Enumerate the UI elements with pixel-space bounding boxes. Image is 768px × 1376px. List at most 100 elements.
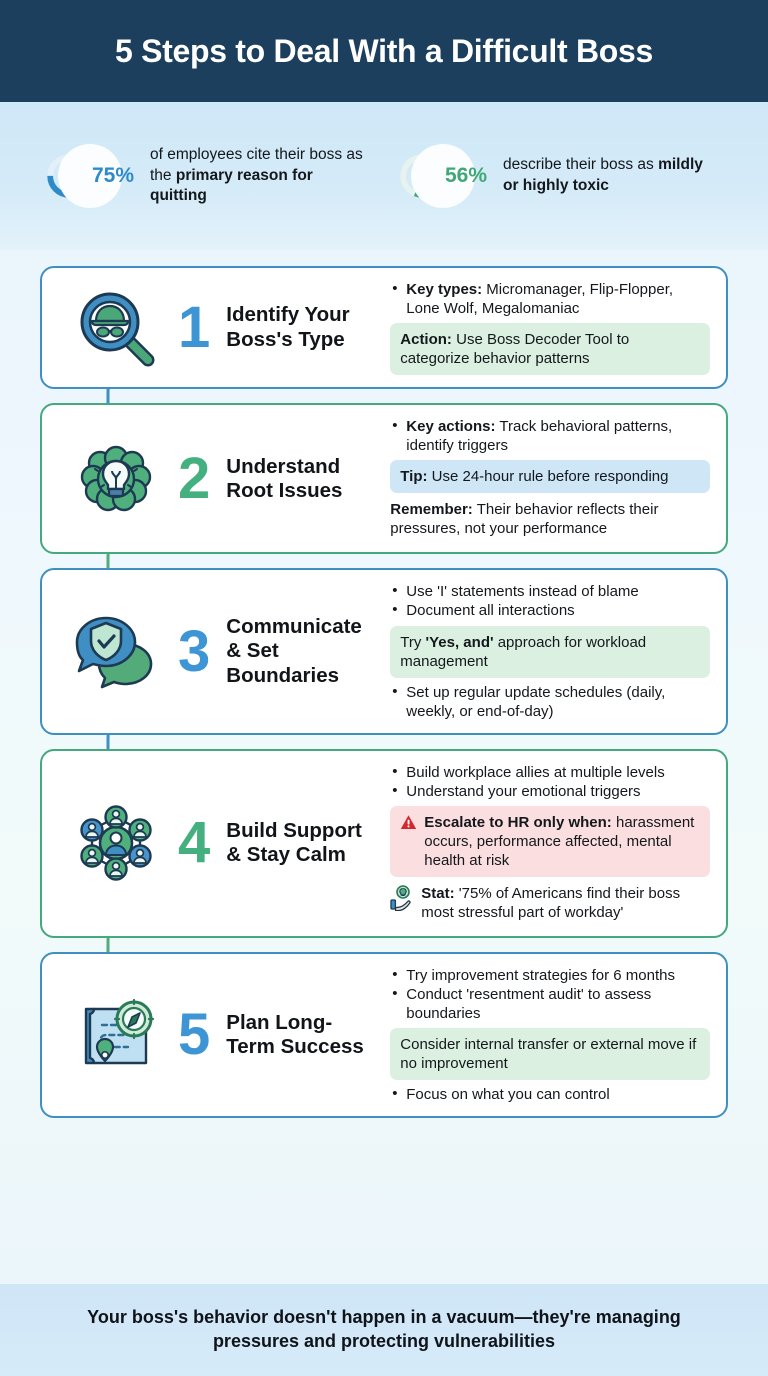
callout-row: Action: Use Boss Decoder Tool to categor… xyxy=(400,330,700,368)
callout-row: Tip: Use 24-hour rule before responding xyxy=(400,467,700,486)
step-card-4: 4 Build Support & Stay Calm Build workplac… xyxy=(40,723,728,939)
callout-label: Escalate to HR only when: xyxy=(424,813,612,831)
step-content: Use 'I' statements instead of blameDocum… xyxy=(384,581,710,721)
callout-text: Consider internal transfer or external m… xyxy=(400,1036,697,1073)
callout-text: Tip: Use 24-hour rule before responding xyxy=(400,468,669,486)
callout-label: Action: xyxy=(400,331,452,349)
magnifying-glass-detective-icon xyxy=(60,286,172,370)
bullet-list: Key actions: Track behavioral patterns, … xyxy=(390,416,710,455)
list-item: Focus on what you can control xyxy=(390,1084,710,1104)
step-number: 4 xyxy=(178,810,211,876)
step-title: Identify Your Boss's Type xyxy=(226,303,350,351)
step-number: 3 xyxy=(178,618,211,684)
list-item: Document all interactions xyxy=(390,600,710,620)
step-card-2: 2 Understand Root Issues Key actions: Trac… xyxy=(40,377,728,555)
stat-description: of employees cite their boss as the prim… xyxy=(150,145,369,208)
list-item: Build workplace allies at multiple level… xyxy=(390,762,710,782)
stat-description: describe their boss as mildly or highly … xyxy=(503,155,722,197)
callout-text: Stat: '75% of Americans find their boss … xyxy=(421,884,681,921)
callout-label: Remember: xyxy=(390,501,473,519)
list-item: Key actions: Track behavioral patterns, … xyxy=(390,416,710,455)
list-item-label: Key actions: xyxy=(406,418,496,436)
header-banner: 5 Steps to Deal With a Difficult Boss xyxy=(0,0,768,102)
step-card-body: 1 Identify Your Boss's Type Key types: Mic… xyxy=(40,266,728,390)
stat-text-bold: mildly or highly toxic xyxy=(503,156,703,194)
stat-percent: 56% xyxy=(444,164,487,187)
footer-banner: Your boss's behavior doesn't happen in a… xyxy=(0,1284,768,1376)
list-item: Use 'I' statements instead of blame xyxy=(390,581,710,601)
list-item: Key types: Micromanager, Flip-Flopper, L… xyxy=(390,279,710,318)
steps-list: 1 Identify Your Boss's Type Key types: Mic… xyxy=(0,250,768,1284)
stat-item-2: 56% describe their boss as mildly or hig… xyxy=(399,132,722,220)
stat-text-plain: of employees cite their boss as the xyxy=(150,145,363,184)
callout-plain: approach for workload management xyxy=(400,633,647,670)
hand-lightbulb-icon xyxy=(390,885,414,916)
callout-text: Try 'Yes, and' approach for workload man… xyxy=(400,634,646,670)
callout-green: Try 'Yes, and' approach for workload man… xyxy=(390,625,710,678)
step-title: Communicate & Set Boundaries xyxy=(226,615,362,687)
bullet-list: Focus on what you can control xyxy=(390,1084,710,1104)
bullet-list: Use 'I' statements instead of blameDocum… xyxy=(390,581,710,620)
step-number: 2 xyxy=(178,445,211,511)
callout-row: Stat: '75% of Americans find their boss … xyxy=(390,884,710,922)
step-card-body: 4 Build Support & Stay Calm Build workplac… xyxy=(40,748,728,939)
callout-plain: Try xyxy=(400,633,426,651)
list-item: Understand your emotional triggers xyxy=(390,781,710,801)
step-card-body: 2 Understand Root Issues Key actions: Trac… xyxy=(40,403,728,555)
bullet-list: Try improvement strategies for 6 monthsC… xyxy=(390,965,710,1023)
list-item: Set up regular update schedules (daily, … xyxy=(390,682,710,721)
callout-row: Remember: Their behavior reflects their … xyxy=(390,500,710,538)
bullet-list: Key types: Micromanager, Flip-Flopper, L… xyxy=(390,279,710,318)
warning-triangle-icon xyxy=(400,814,417,836)
stats-band: 75% of employees cite their boss as the … xyxy=(0,102,768,250)
callout-label: Tip: xyxy=(400,468,428,486)
callout-green: Consider internal transfer or external m… xyxy=(390,1028,710,1081)
callout-red: Escalate to HR only when: harassment occ… xyxy=(390,805,710,877)
brain-lightbulb-icon xyxy=(60,437,172,521)
donut-chart-icon: 56% xyxy=(399,132,487,220)
callout-row: Escalate to HR only when: harassment occ… xyxy=(400,813,700,870)
speech-bubbles-shield-icon xyxy=(60,610,172,694)
footer-message: Your boss's behavior doesn't happen in a… xyxy=(87,1307,681,1351)
people-network-icon xyxy=(60,799,172,887)
step-content: Try improvement strategies for 6 monthsC… xyxy=(384,965,710,1104)
page-title: 5 Steps to Deal With a Difficult Boss xyxy=(114,32,654,69)
step-card-5: 5 Plan Long-Term Success Try improvement s… xyxy=(40,926,728,1119)
step-title: Understand Root Issues xyxy=(226,454,343,502)
step-content: Key actions: Track behavioral patterns, … xyxy=(384,416,710,540)
callout-text: Action: Use Boss Decoder Tool to categor… xyxy=(400,331,630,368)
list-item: Try improvement strategies for 6 months xyxy=(390,965,710,985)
callout-row: Consider internal transfer or external m… xyxy=(400,1035,700,1073)
callout-row: Try 'Yes, and' approach for workload man… xyxy=(400,633,700,671)
callout-text: Escalate to HR only when: harassment occ… xyxy=(424,813,695,869)
step-card-body: 5 Plan Long-Term Success Try improvement s… xyxy=(40,952,728,1119)
callout-blue: Tip: Use 24-hour rule before responding xyxy=(390,460,710,494)
callout-green: Action: Use Boss Decoder Tool to categor… xyxy=(390,323,710,376)
step-number: 5 xyxy=(178,1002,211,1068)
donut-hole xyxy=(411,144,475,208)
donut-hole xyxy=(58,144,122,208)
callout-text: Remember: Their behavior reflects their … xyxy=(390,501,659,538)
step-content: Key types: Micromanager, Flip-Flopper, L… xyxy=(384,279,710,376)
stat-percent: 75% xyxy=(91,164,134,187)
callout-plain: Stat: '75% of Americans find their boss … xyxy=(390,882,710,924)
donut-chart-icon: 75% xyxy=(46,132,134,220)
stat-text-bold: primary reason for quitting xyxy=(150,166,313,205)
stat-text-plain: describe their boss as xyxy=(503,156,659,174)
step-content: Build workplace allies at multiple level… xyxy=(384,762,710,924)
callout-plain: Remember: Their behavior reflects their … xyxy=(390,498,710,540)
step-number: 1 xyxy=(178,294,211,360)
callout-label: Stat: xyxy=(421,884,455,902)
list-item: Conduct 'resentment audit' to assess bou… xyxy=(390,984,710,1023)
step-title: Plan Long-Term Success xyxy=(226,1010,364,1059)
bullet-list: Build workplace allies at multiple level… xyxy=(390,762,710,801)
list-item-label: Key types: xyxy=(406,281,483,298)
callout-emphasis: 'Yes, and' xyxy=(425,633,494,651)
stat-item-1: 75% of employees cite their boss as the … xyxy=(46,132,369,220)
bullet-list: Set up regular update schedules (daily, … xyxy=(390,682,710,721)
step-card-1: 1 Identify Your Boss's Type Key types: Mic… xyxy=(40,266,728,390)
step-title: Build Support & Stay Calm xyxy=(226,819,362,867)
